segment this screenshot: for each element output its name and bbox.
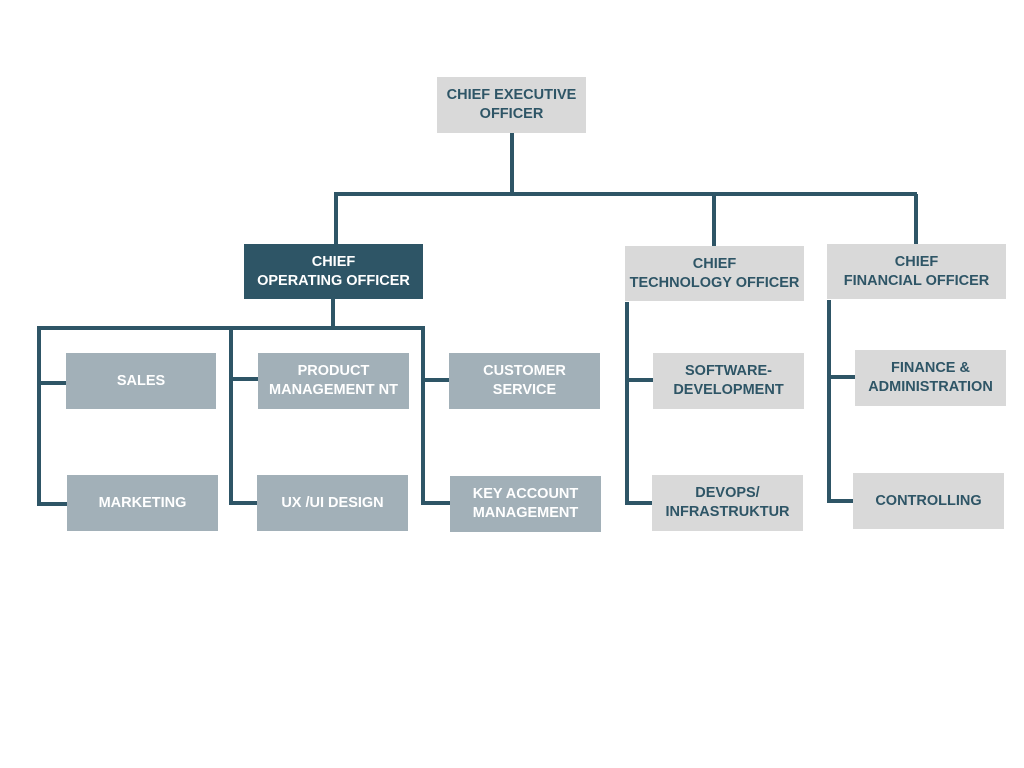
finance-admin-line2: ADMINISTRATION [868,379,993,395]
ceo-title-line1: CHIEF EXECUTIVE [446,87,577,103]
cto-title-line1: CHIEF [692,255,737,272]
software-development-box: SOFTWARE- DEVELOPMENT [653,353,804,409]
product-management-line1: PRODUCT [297,363,370,379]
cfo-box: CHIEF FINANCIAL OFFICER [827,244,1006,299]
marketing-label: MARKETING [98,494,187,511]
controlling-label: CONTROLLING [875,492,982,509]
sales-box: SALES [66,353,216,409]
cfo-title-line1: CHIEF [894,253,939,270]
ceo-box: CHIEF EXECUTIVE OFFICER [437,77,586,133]
coo-title-line2: OPERATING OFFICER [257,272,410,289]
sales-label: SALES [116,372,166,389]
cto-title-line2: TECHNOLOGY OFFICER [629,274,800,291]
software-development-line2: DEVELOPMENT [673,382,784,398]
devops-line1: DEVOPS/ [695,485,760,501]
cto-box: CHIEF TECHNOLOGY OFFICER [625,246,804,301]
ceo-title-line2: OFFICER [479,106,544,122]
product-management-box: PRODUCT MANAGEMENT NT [258,353,409,409]
devops-line2: INFRASTRUKTUR [665,504,790,520]
marketing-box: MARKETING [67,475,218,531]
cfo-title-line2: FINANCIAL OFFICER [843,272,990,289]
customer-service-line1: CUSTOMER [483,363,566,379]
coo-title-line1: CHIEF [311,253,356,270]
software-development-line1: SOFTWARE- [685,363,772,379]
key-account-management-box: KEY ACCOUNT MANAGEMENT [450,476,601,532]
devops-box: DEVOPS/INFRASTRUKTUR [652,475,803,531]
key-account-line1: KEY ACCOUNT [472,486,579,502]
ux-ui-design-label: UX /UI DESIGN [281,494,384,511]
product-management-line2: MANAGEMENT NT [269,382,398,398]
coo-box: CHIEF OPERATING OFFICER [244,244,423,299]
customer-service-line2: SERVICE [492,382,557,398]
ux-ui-design-box: UX /UI DESIGN [257,475,408,531]
controlling-box: CONTROLLING [853,473,1004,529]
customer-service-box: CUSTOMER SERVICE [449,353,600,409]
finance-administration-box: FINANCE & ADMINISTRATION [855,350,1006,406]
key-account-line2: MANAGEMENT [472,505,579,521]
finance-admin-line1: FINANCE & [891,360,970,376]
